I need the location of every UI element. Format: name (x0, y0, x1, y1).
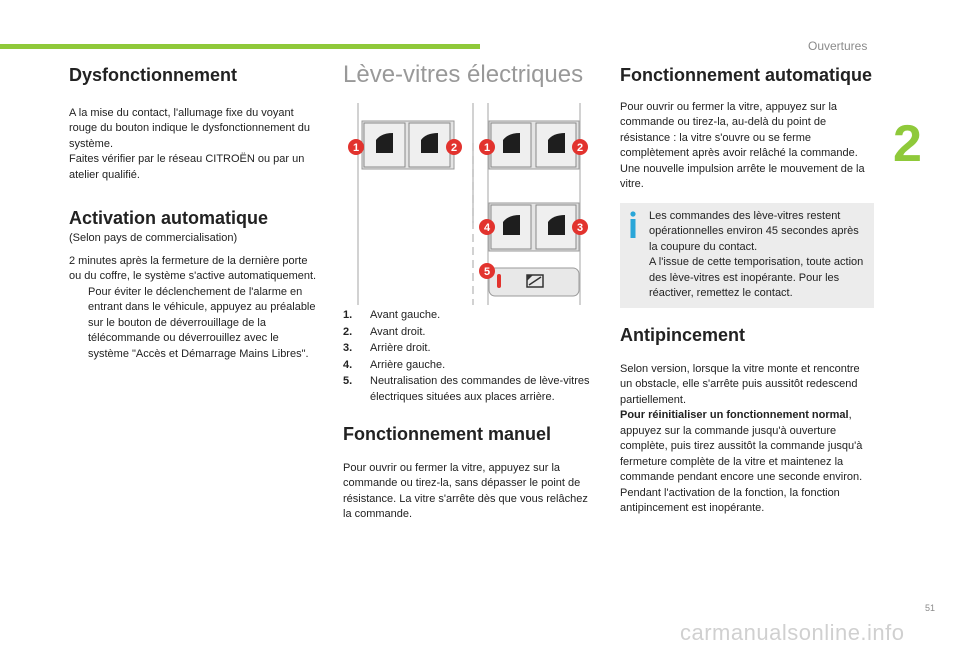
front-left-panel (361, 120, 455, 170)
paragraph: 2 minutes après la fermeture de la derni… (69, 254, 317, 283)
heading-activation: Activation automatique (69, 208, 269, 229)
info-box: Les commandes des lève-vitres restent op… (620, 202, 874, 308)
callout-4: 4 (484, 222, 491, 234)
heading-antipincement: Antipincement (620, 324, 746, 345)
callout-5: 5 (484, 266, 490, 278)
watermark: carmanualsonline.info (680, 620, 905, 645)
info-text: Les commandes des lève-vitres restent op… (649, 209, 859, 253)
heading-dysfonctionnement: Dysfonctionnement (69, 65, 238, 85)
callout-1: 1 (353, 142, 359, 154)
heading-automatique: Fonctionnement automatique (620, 65, 872, 85)
info-icon (630, 211, 636, 238)
paragraph: Faites vérifier par le réseau CITROËN ou… (69, 153, 305, 181)
callout-2: 2 (451, 142, 457, 154)
list-item: 3.Arrière droit. (343, 342, 431, 354)
legend-list: 1.Avant gauche. 2.Avant droit. 3.Arrière… (343, 308, 591, 405)
column-right: Fonctionnement automatique Pour ouvrir o… (620, 65, 874, 523)
bullet-text: Pour éviter le déclenchement de l'alarme… (88, 285, 316, 360)
front-right-panel (488, 120, 580, 170)
column-middle-text: 1.Avant gauche. 2.Avant droit. 3.Arrière… (343, 308, 591, 529)
subtitle: (Selon pays de commercialisation) (69, 232, 238, 245)
list-item: 4.Arrière gauche. (343, 358, 446, 371)
header-accent-bar (0, 44, 480, 49)
paragraph: Pour réinitialiser un fonctionnement nor… (620, 409, 863, 484)
section-label: Ouvertures (808, 39, 868, 53)
column-middle: Lève-vitres électriques (343, 61, 591, 88)
callout-markers (348, 139, 588, 279)
rear-panel (488, 202, 580, 252)
list-item: 2.Avant droit. (343, 325, 426, 338)
callout-2: 2 (577, 142, 583, 154)
callout-3: 3 (577, 222, 583, 234)
column-left: Dysfonctionnement A la mise du contact, … (69, 65, 321, 363)
paragraph: Pour ouvrir ou fermer la vitre, appuyez … (343, 461, 588, 521)
heading-manuel: Fonctionnement manuel (343, 424, 552, 444)
list-item: 1.Avant gauche. (343, 309, 441, 321)
info-text: A l'issue de cette temporisation, toute … (649, 256, 864, 300)
bullet-item: Pour éviter le déclenchement de l'alarme… (69, 285, 321, 363)
paragraph: Selon version, lorsque la vitre monte et… (620, 362, 860, 406)
window-switch-diagram: 1 2 1 2 4 3 5 (348, 103, 588, 305)
list-item: 5.Neutralisation des commandes de lève-v… (343, 375, 590, 403)
heading-leve-vitres: Lève-vitres électriques (343, 61, 584, 88)
paragraph: Pendant l'activation de la fonction, la … (620, 486, 840, 515)
chapter-number: 2 (893, 115, 922, 173)
neutralisation-panel (488, 267, 580, 297)
paragraph: A la mise du contact, l'allumage fixe du… (69, 106, 310, 150)
page-number: 51 (925, 603, 936, 613)
bold-text: Pour réinitialiser un fonctionnement nor… (620, 409, 849, 422)
callout-1: 1 (484, 142, 490, 154)
paragraph: Pour ouvrir ou fermer la vitre, appuyez … (620, 100, 865, 191)
